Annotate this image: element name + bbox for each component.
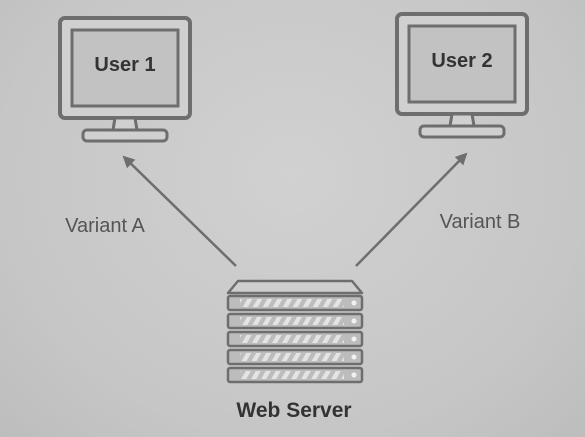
server-rack-unit (226, 312, 364, 330)
web-server-label: Web Server (236, 399, 351, 422)
variant-b-label: Variant B (440, 211, 521, 233)
user1-monitor-icon (58, 16, 192, 143)
server-led-icon (351, 318, 357, 324)
user1-label: User 1 (94, 54, 155, 76)
server-led-icon (351, 354, 357, 360)
server-rack-unit (226, 330, 364, 348)
variant-a-label: Variant A (65, 215, 145, 237)
server-rack-unit (226, 294, 364, 312)
user2-monitor-icon (395, 12, 529, 139)
server-led-icon (351, 300, 357, 306)
server-rack-unit (226, 348, 364, 366)
web-server-icon (226, 279, 364, 384)
server-led-icon (351, 336, 357, 342)
user2-label: User 2 (431, 50, 492, 72)
server-led-icon (351, 372, 357, 378)
arrow-to-user2 (355, 152, 468, 267)
server-rack-unit (226, 366, 364, 384)
arrow-to-user1 (122, 155, 237, 267)
